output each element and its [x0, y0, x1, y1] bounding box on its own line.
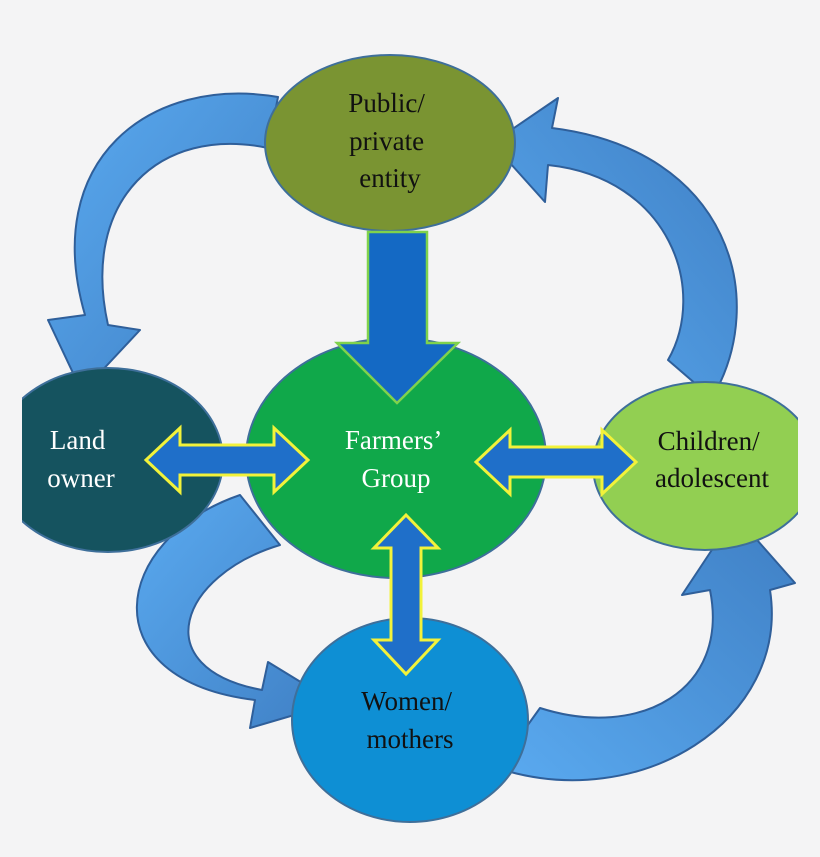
- arrow-public-to-farmers: [333, 230, 462, 405]
- curved-arrow-children-to-public: [491, 97, 738, 399]
- land-owner-label: Land owner: [47, 425, 114, 493]
- double-arrow-land-farmers: [143, 424, 311, 496]
- farmers-group-label: Farmers’ Group: [345, 425, 447, 493]
- double-arrow-farmers-women: [370, 512, 442, 677]
- women-label: Women/ mothers: [361, 686, 459, 754]
- curved-arrow-land-to-women: [135, 494, 336, 729]
- double-arrow-farmers-children: [473, 426, 639, 498]
- public-entity-label: Public/ private entity: [348, 88, 431, 193]
- curved-arrow-public-to-land: [47, 92, 279, 393]
- curved-arrow-women-to-children: [496, 514, 796, 782]
- children-label: Children/ adolescent: [655, 426, 769, 493]
